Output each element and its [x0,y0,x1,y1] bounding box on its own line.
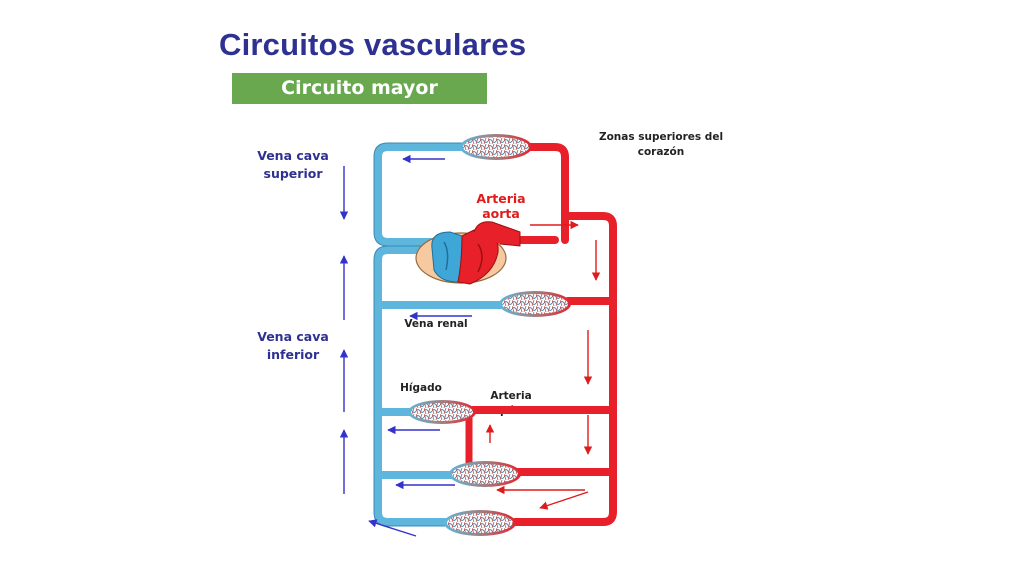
vein-flow-arrows [339,154,472,537]
capillary-bed-intestine [449,461,521,487]
capillary-beds [408,134,571,536]
label-higado: Hígado [400,382,442,394]
page-title: Circuitos vasculares [219,27,527,62]
label-vena-cava-superior: Vena cava superior [257,148,329,181]
artery-flow-arrows [485,220,601,510]
veins [374,143,509,526]
capillary-bed-lower [444,510,516,536]
capillary-bed-liver [408,400,476,424]
arrow-lower-return [368,519,417,537]
label-zonas-superiores: Zonas superiores del corazón [598,131,724,158]
label-arteria-aorta: Arteria aorta [476,191,526,221]
label-vena-renal: Vena renal [404,318,468,330]
vena-cava-inferior-vessel [374,246,454,526]
arrow-lower-artery [539,491,589,510]
capillary-bed-upper [460,134,532,160]
heart [415,221,521,285]
arteries [465,143,617,526]
vena-cava-superior-vessel [374,143,466,246]
aorta-descending [511,212,617,526]
label-vena-cava-inferior: Vena cava inferior [257,329,329,362]
upper-artery [526,143,569,220]
capillary-bed-renal [499,291,571,317]
subtitle-banner: Circuito mayor [232,73,487,104]
